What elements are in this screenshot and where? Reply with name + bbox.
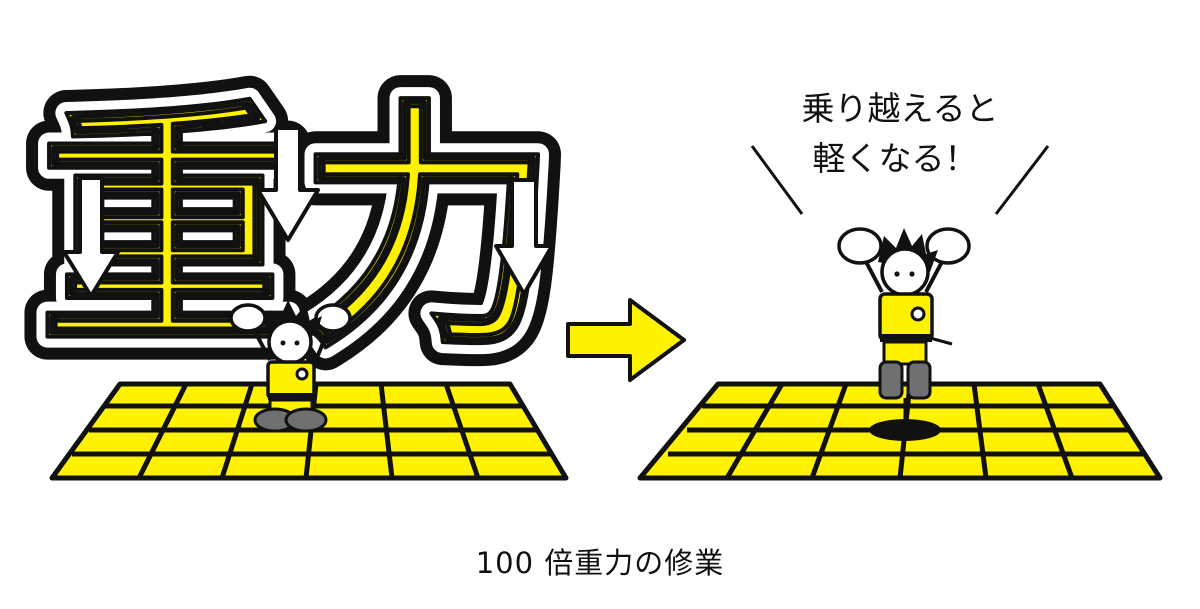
gravity-arrow-down-icon <box>256 126 320 242</box>
right-floor-grid <box>637 381 1163 481</box>
caption: 100 倍重力の修業 <box>475 546 725 580</box>
gravity-arrow-down-icon <box>62 176 120 298</box>
character-jumping <box>837 227 971 430</box>
transition-arrow-right-icon <box>566 298 686 382</box>
gravity-arrow-down-icon <box>494 178 554 296</box>
gravity-arrows <box>62 126 554 298</box>
speech-line-1: 乗り越えると <box>801 89 998 128</box>
speech-line-2: 軽くなる！ <box>813 139 978 178</box>
svg-text:重力: 重力 <box>38 80 558 382</box>
character-heavy-gravity <box>229 300 352 433</box>
speech-bubble-text: 乗り越えると 軽くなる！ <box>750 89 1050 215</box>
